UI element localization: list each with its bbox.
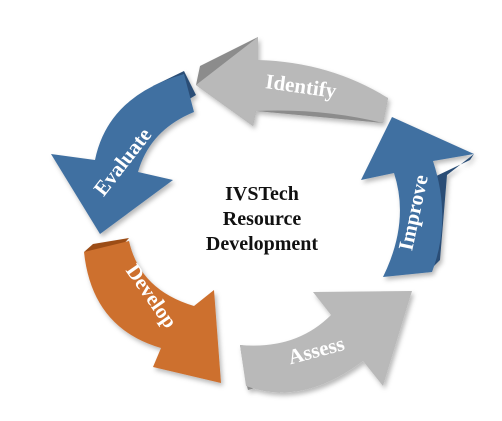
arrow-assess: Assess: [240, 291, 412, 393]
arrow-develop-depth: [84, 238, 129, 252]
arrow-improve-body: [361, 117, 474, 277]
arrow-evaluate: Evaluate: [51, 71, 196, 234]
arrow-assess-body: [240, 291, 412, 393]
arrow-develop: Develop: [84, 238, 221, 383]
arrow-identify: Identify: [196, 37, 388, 126]
arrow-develop-body: [84, 241, 221, 383]
center-title-line2: Resource: [223, 208, 302, 230]
center-title-line3: Development: [206, 233, 319, 255]
arrow-improve: Improve: [361, 117, 474, 277]
center-title: IVSTech Resource Development: [206, 183, 319, 255]
arrow-evaluate-body: [51, 74, 194, 234]
arrow-improve-depth: [432, 154, 474, 268]
arrow-identify-body: [196, 37, 388, 126]
center-title-line1: IVSTech: [225, 183, 299, 205]
